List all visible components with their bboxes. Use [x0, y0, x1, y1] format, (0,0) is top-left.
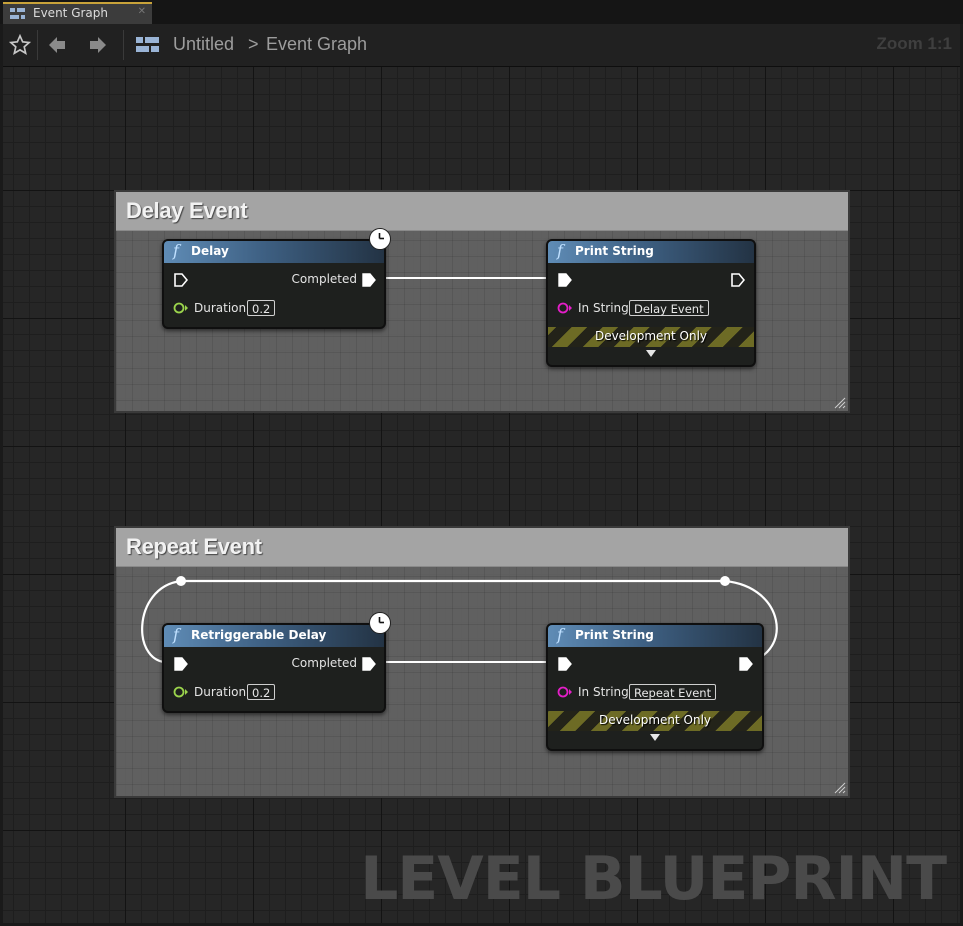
exec-out-pin[interactable] [731, 273, 745, 287]
float-pin[interactable] [173, 686, 189, 698]
exec-out-label: Completed [291, 656, 357, 670]
forward-button[interactable] [83, 30, 113, 60]
forward-arrow-icon [90, 37, 106, 53]
exec-out-label: Completed [291, 272, 357, 286]
exec-out-pin[interactable] [362, 273, 376, 287]
event-graph-icon [10, 7, 26, 21]
tab-label: Event Graph [33, 6, 108, 20]
favorite-button[interactable] [5, 30, 35, 60]
exec-out-pin[interactable] [739, 657, 753, 671]
node-header: f Retriggerable Delay [164, 625, 384, 647]
resize-grip-icon[interactable] [832, 780, 846, 794]
node-delay[interactable]: f Delay Completed Duration 0.2 [162, 239, 386, 329]
node-title: Print String [575, 244, 654, 258]
node-title: Retriggerable Delay [191, 628, 327, 642]
back-arrow-icon [49, 37, 65, 53]
star-icon [9, 34, 31, 55]
reroute-knot[interactable] [176, 576, 186, 586]
expand-arrow-icon[interactable] [650, 734, 660, 741]
blueprint-button[interactable] [133, 30, 163, 60]
duration-label: Duration [194, 301, 247, 315]
resize-grip-icon[interactable] [832, 395, 846, 409]
duration-label: Duration [194, 685, 247, 699]
reroute-knot[interactable] [720, 576, 730, 586]
graph-canvas[interactable]: Delay Event Repeat Event f Delay [3, 67, 960, 923]
comment-header[interactable]: Repeat Event [116, 528, 848, 567]
function-icon: f [557, 625, 563, 644]
breadcrumb-separator: > [248, 34, 259, 54]
string-pin[interactable] [557, 686, 573, 698]
development-only-label: Development Only [594, 329, 708, 343]
zoom-level: Zoom 1:1 [876, 34, 952, 53]
float-pin[interactable] [173, 302, 189, 314]
expand-arrow-icon[interactable] [646, 350, 656, 357]
breadcrumb-current[interactable]: Event Graph [266, 34, 368, 54]
function-icon: f [173, 625, 179, 644]
breadcrumb-root[interactable]: Untitled [173, 34, 235, 54]
duration-input[interactable]: 0.2 [247, 300, 276, 316]
blueprint-icon [136, 37, 159, 52]
development-only-label: Development Only [598, 713, 712, 727]
node-print-string[interactable]: f Print String In String Repeat Event De… [546, 623, 764, 751]
exec-in-pin[interactable] [174, 657, 188, 671]
tab-bar: Event Graph ✕ [0, 0, 963, 24]
in-string-input[interactable]: Delay Event [629, 300, 709, 316]
graph-toolbar: Untitled > Event Graph Zoom 1:1 [3, 24, 960, 67]
node-header: f Delay [164, 241, 384, 263]
in-string-label: In String [578, 685, 629, 699]
node-title: Print String [575, 628, 654, 642]
comment-title: Delay Event [126, 198, 248, 223]
clock-icon [369, 612, 391, 634]
toolbar-separator [123, 30, 124, 60]
comment-header[interactable]: Delay Event [116, 192, 848, 231]
toolbar-separator [37, 30, 38, 60]
node-title: Delay [191, 244, 229, 258]
node-print-string[interactable]: f Print String In String Delay Event Dev… [546, 239, 756, 367]
exec-wire-loop[interactable] [141, 579, 778, 664]
function-icon: f [173, 241, 179, 260]
node-header: f Print String [548, 625, 762, 647]
duration-input[interactable]: 0.2 [247, 684, 276, 700]
development-only-banner [548, 327, 754, 347]
development-only-banner [548, 711, 762, 731]
in-string-label: In String [578, 301, 629, 315]
in-string-input[interactable]: Repeat Event [629, 684, 717, 700]
node-retriggerable-delay[interactable]: f Retriggerable Delay Completed Duration… [162, 623, 386, 713]
close-icon[interactable]: ✕ [137, 6, 146, 17]
function-icon: f [557, 241, 563, 260]
wire-layer [141, 277, 778, 664]
clock-icon [369, 228, 391, 250]
node-header: f Print String [548, 241, 754, 263]
exec-out-pin[interactable] [362, 657, 376, 671]
level-blueprint-watermark: LEVEL BLUEPRINT [360, 844, 947, 914]
comment-title: Repeat Event [126, 534, 262, 559]
exec-in-pin[interactable] [174, 273, 188, 287]
exec-in-pin[interactable] [558, 657, 572, 671]
back-button[interactable] [42, 30, 72, 60]
tab-event-graph[interactable]: Event Graph ✕ [3, 2, 152, 24]
exec-in-pin[interactable] [558, 273, 572, 287]
string-pin[interactable] [557, 302, 573, 314]
